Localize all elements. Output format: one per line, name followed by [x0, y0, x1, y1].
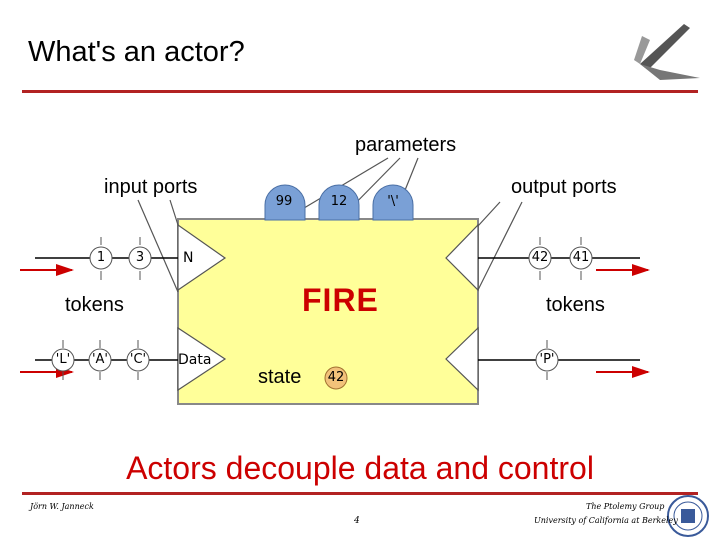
- output-port-bottom: [445, 326, 479, 392]
- input-token-5-value: 'C': [129, 352, 147, 367]
- output-token-2: [569, 237, 593, 280]
- output-token-3: [535, 340, 559, 380]
- input-port-data: [177, 326, 227, 392]
- input-token-3: [51, 340, 75, 380]
- parameter-3-value: '\': [387, 194, 399, 209]
- parameter-2: [318, 184, 360, 221]
- input-ports-label: input ports: [104, 176, 198, 198]
- parameter-2-value: 12: [330, 194, 348, 209]
- input-token-4: [88, 340, 112, 380]
- parameter-1: [264, 184, 306, 221]
- input-token-4-value: 'A': [91, 352, 109, 367]
- input-token-1: [89, 237, 113, 280]
- output-token-2-value: 41: [572, 250, 590, 265]
- input-token-2: [128, 237, 152, 280]
- slide-title: What's an actor?: [28, 36, 245, 68]
- state-value-circle: [324, 366, 348, 390]
- footer-divider: [22, 492, 698, 495]
- output-token-3-value: 'P': [539, 352, 555, 367]
- parameter-1-value: 99: [275, 194, 293, 209]
- footer-author: Jörn W. Janneck: [30, 502, 94, 511]
- port-n-label: N: [183, 250, 194, 266]
- output-ports-label: output ports: [511, 176, 617, 198]
- input-token-2-value: 3: [135, 250, 145, 265]
- parameter-3: [372, 184, 414, 221]
- slide-subtitle: Actors decouple data and control: [126, 450, 594, 486]
- input-token-1-value: 1: [96, 250, 106, 265]
- fire-label: FIRE: [302, 282, 379, 318]
- tokens-right-label: tokens: [546, 294, 605, 316]
- input-token-3-value: 'L': [55, 352, 71, 367]
- berkeley-seal-icon: [667, 495, 709, 537]
- state-label: state: [258, 366, 302, 388]
- input-token-5: [126, 340, 150, 380]
- title-divider: [22, 90, 698, 93]
- tokens-left-label: tokens: [65, 294, 124, 316]
- parameters-label: parameters: [355, 134, 457, 156]
- state-value: 42: [327, 370, 345, 385]
- output-token-1: [528, 237, 552, 280]
- output-token-1-value: 42: [531, 250, 549, 265]
- footer-group: The Ptolemy Group: [586, 502, 665, 511]
- ptolemy-logo-icon: [634, 24, 700, 80]
- footer-university: University of California at Berkeley: [534, 516, 678, 525]
- port-data-label: Data: [178, 352, 212, 368]
- footer-page: 4: [354, 516, 360, 526]
